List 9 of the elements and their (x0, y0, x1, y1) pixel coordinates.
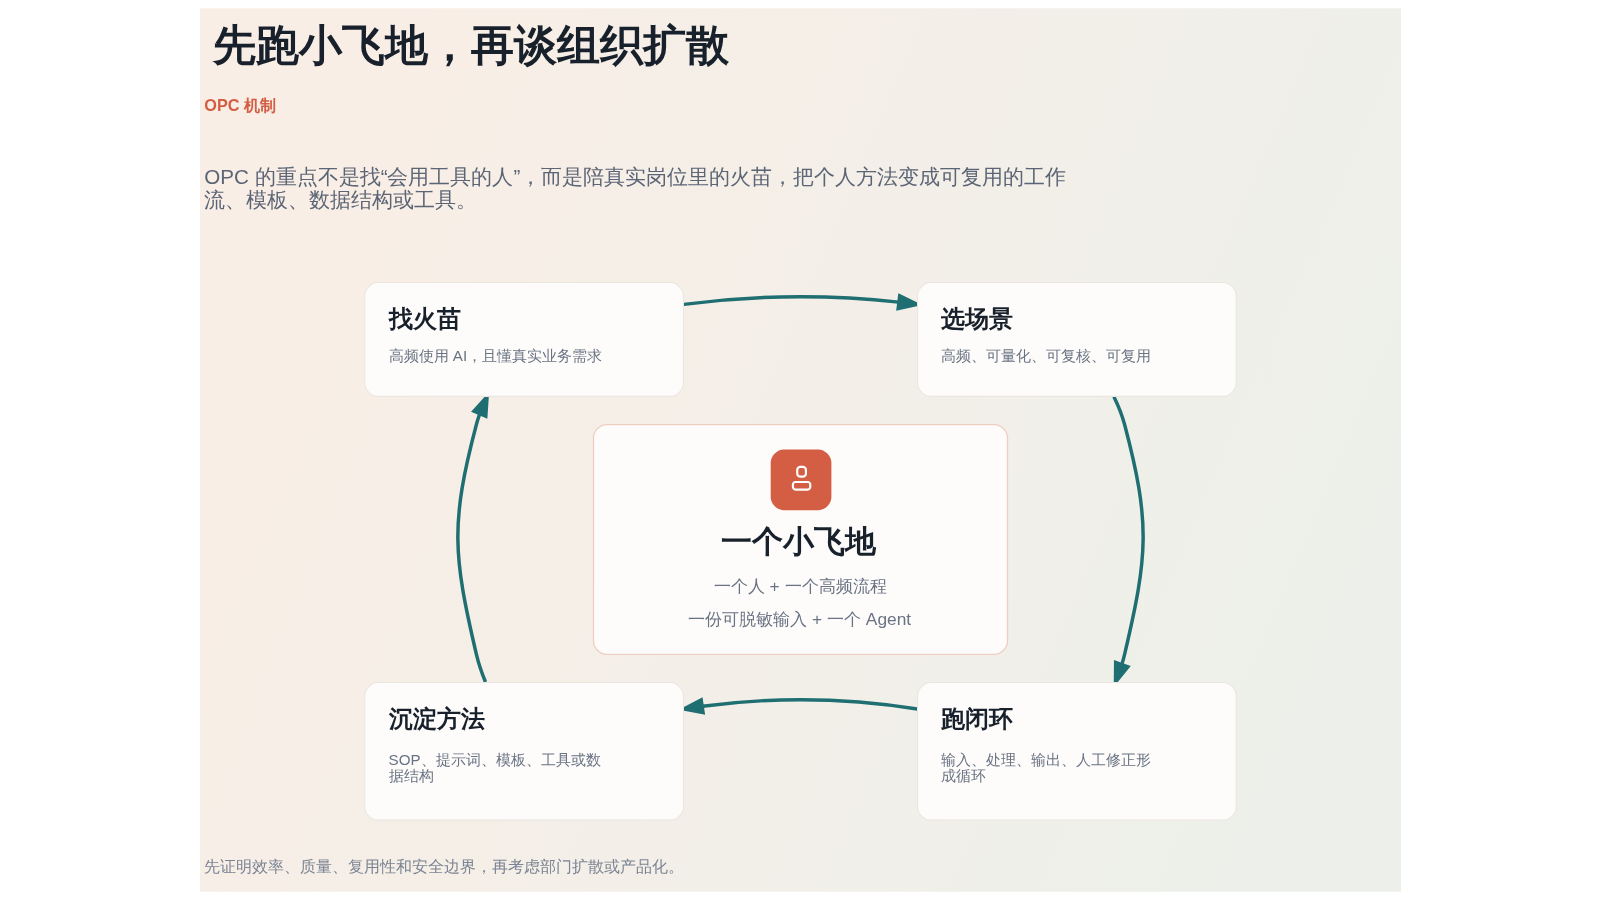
node-box: 选场景 高频、可量化、可复核、可复用 (916, 282, 1237, 397)
node-box: 找火苗 高频使用 AI，且懂真实业务需求 (363, 282, 684, 397)
node-box: 跑闭环 输入、处理、输出、人工修正形成循环 (916, 681, 1237, 821)
node-box: 沉淀方法 SOP、提示词、模板、工具或数据结构 (363, 681, 684, 821)
label: OPC 的重点不是找“会用工具的人”，而是陪真实岗位里的火苗，把个人方法变成可复用的工作流、模板、数据结构或工具。 (203, 165, 1066, 211)
diagram-title: 先跑小飞地，再谈组织扩散 (212, 21, 729, 70)
label: 先证明效率、质量、复用性和安全边界，再考虑部门扩散或产品化。 (203, 857, 684, 876)
label: OPC 机制 (203, 96, 276, 115)
node-box: 一个小飞地 一个人 + 一个高频流程 一份可脱敏输入 + 一个 Agent (592, 423, 1008, 655)
